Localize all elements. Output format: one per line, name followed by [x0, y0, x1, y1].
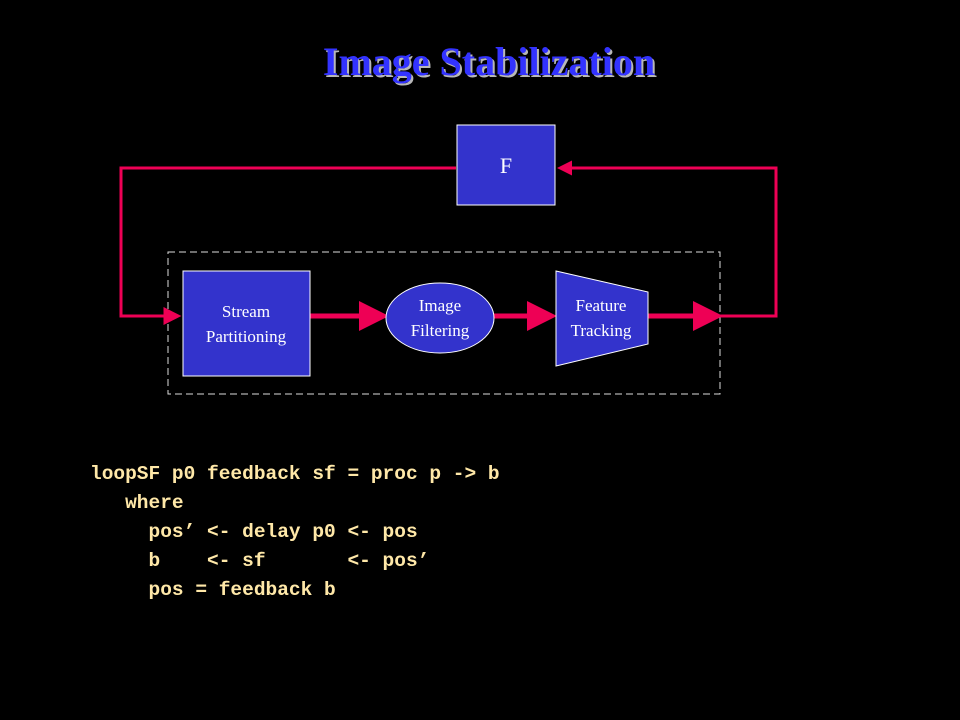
feedback-block-label: F — [500, 153, 512, 178]
feedback-input-line — [119, 166, 456, 325]
feedback-block-f — [456, 124, 556, 206]
image-filtering-label-line1: Image — [419, 296, 461, 315]
image-filtering-label-line2: Filtering — [411, 321, 470, 340]
image-filtering-node — [385, 282, 495, 354]
stream-partitioning-block — [182, 270, 311, 377]
code-line-5: pos = feedback b — [90, 579, 336, 601]
stream-partitioning-label-line1: Stream — [222, 302, 270, 321]
code-line-4: b <- sf <- pos’ — [90, 550, 430, 572]
feedback-return-line — [557, 160, 778, 318]
feature-tracking-label-line2: Tracking — [571, 321, 632, 340]
code-line-2: where — [90, 492, 184, 514]
code-line-1: loopSF p0 feedback sf = proc p -> b — [90, 463, 500, 485]
code-line-3: pos’ <- delay p0 <- pos — [90, 521, 418, 543]
feature-tracking-label-line1: Feature — [576, 296, 627, 315]
page-title: Image Stabilization — [322, 39, 656, 84]
feature-tracking-node — [555, 270, 649, 367]
code-block: loopSF p0 feedback sf = proc p -> b wher… — [90, 460, 500, 605]
stream-partitioning-label-line2: Partitioning — [206, 327, 287, 346]
